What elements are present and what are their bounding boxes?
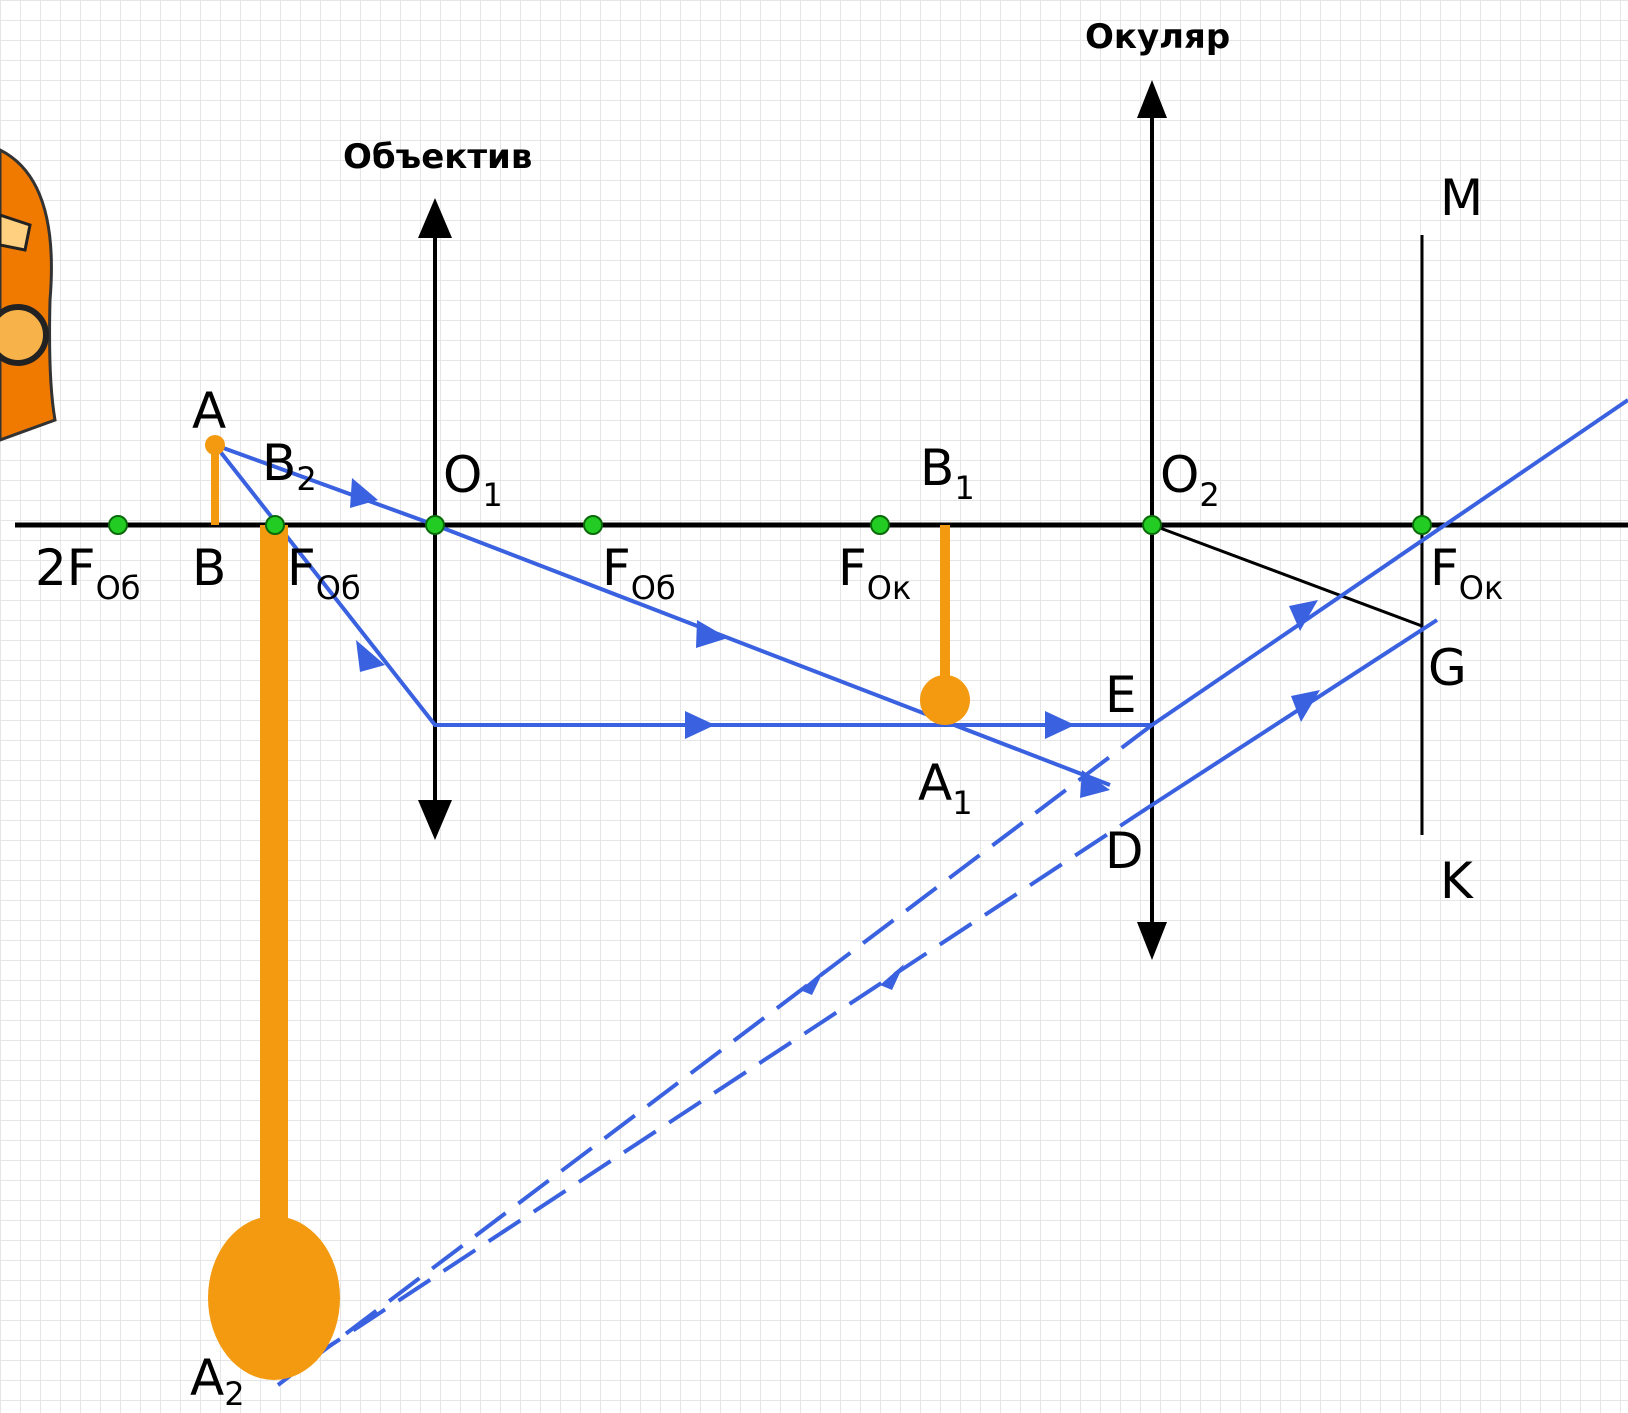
label-b1: B1	[920, 439, 975, 507]
label-f-ok-right: FОк	[1430, 539, 1503, 607]
label-f-ok-left: FОк	[838, 539, 911, 607]
arrow-3	[696, 620, 728, 648]
eyepiece-heading: Окуляр	[1085, 17, 1230, 57]
arrow-9	[800, 970, 824, 995]
ray-focal	[213, 398, 1628, 727]
label-g: G	[1428, 639, 1467, 697]
ray-arrows	[350, 478, 1320, 995]
virtual-ray-e	[276, 723, 1154, 1387]
arrow-10	[880, 964, 904, 990]
label-b2: B2	[262, 434, 317, 498]
arrow-5	[1045, 711, 1075, 739]
label-o2: O2	[1160, 446, 1220, 514]
arrow-7	[1289, 600, 1318, 631]
focal-points	[108, 515, 1432, 535]
rays	[213, 398, 1628, 1387]
arrow-1	[350, 478, 378, 508]
object-ab	[205, 435, 225, 525]
label-b: B	[192, 539, 226, 597]
label-a: A	[192, 382, 226, 440]
label-a1: A1	[918, 754, 973, 822]
point-f-ok-left	[870, 515, 890, 535]
virtual-ray-d	[288, 803, 1154, 1374]
microscope-icon	[0, 148, 57, 442]
label-f-ob-left: FОб	[287, 539, 361, 607]
label-2f-ob: 2FОб	[35, 539, 141, 607]
objective-heading: Объектив	[343, 137, 532, 177]
image-a2b2	[208, 525, 340, 1380]
label-d: D	[1105, 822, 1144, 880]
arrow-4	[685, 711, 715, 739]
point-f-ob-left	[265, 515, 285, 535]
label-m: M	[1440, 169, 1483, 227]
image-a1b1	[920, 525, 970, 725]
label-f-ob-right: FОб	[602, 539, 676, 607]
point-f-ok-right	[1412, 515, 1432, 535]
auxiliary-line-o2-g	[1151, 523, 1423, 628]
arrow-8	[1291, 690, 1320, 722]
arrow-6	[1080, 770, 1110, 798]
label-e: E	[1105, 666, 1137, 724]
objective-lens	[418, 198, 452, 840]
label-a2: A2	[190, 1349, 245, 1413]
label-o1: O1	[443, 446, 503, 514]
point-o2	[1142, 515, 1162, 535]
point-o1	[425, 515, 445, 535]
arrow-2	[356, 640, 385, 672]
label-k: K	[1440, 852, 1474, 910]
point-2f-ob	[108, 515, 128, 535]
point-f-ob-right	[583, 515, 603, 535]
ray-d-g	[1150, 618, 1439, 807]
